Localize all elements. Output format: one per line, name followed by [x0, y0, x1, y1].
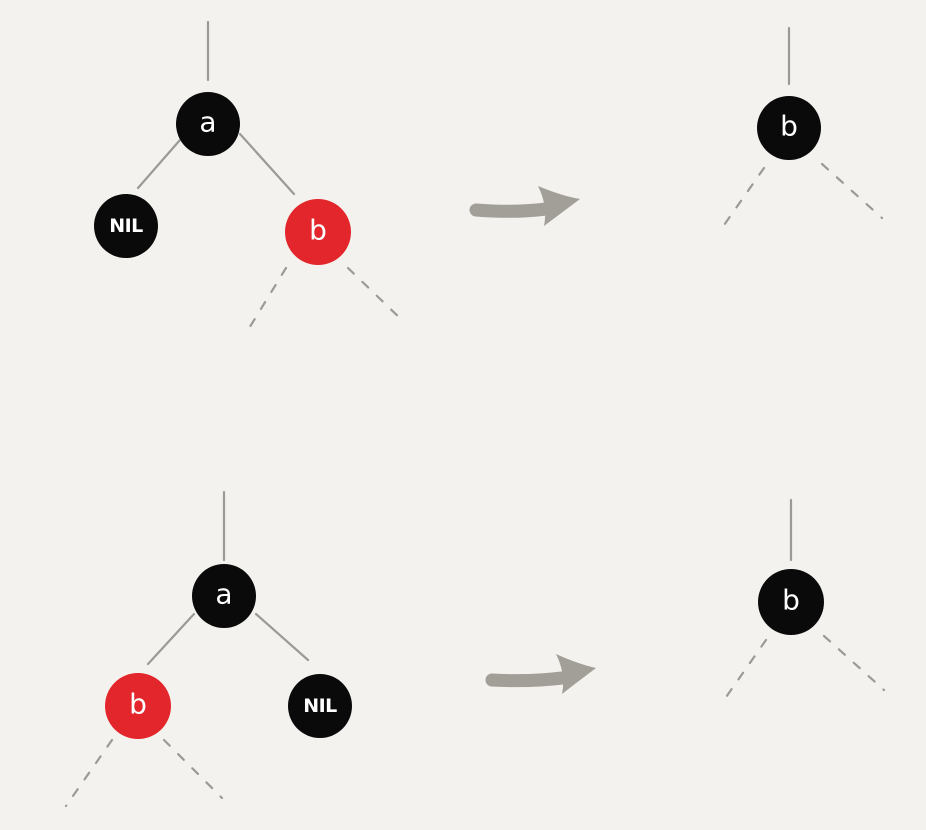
case-1-arrow-shaft: [469, 202, 553, 218]
case-1-after-node-b-label: b: [780, 110, 798, 143]
case-1-transform-arrow: [469, 186, 580, 226]
case-1-before-node-nil: NIL: [94, 194, 158, 258]
case-1-arrow-head: [538, 186, 580, 226]
case-2-before-tree: a b NIL: [64, 490, 352, 808]
case-1-after-node-b: b: [757, 96, 821, 160]
case-1-after-b-left-subtree: [720, 166, 766, 230]
case-2-arrow-head: [556, 654, 596, 694]
case-1-before-node-a-label: a: [199, 106, 216, 139]
case-1-after-b-right-subtree: [820, 162, 884, 220]
case-1-before-b-right-subtree: [346, 266, 406, 324]
case-1-before-tree: a NIL b: [94, 20, 406, 332]
case-2-before-node-nil-label: NIL: [303, 695, 337, 717]
case-2-before-b-right-subtree: [162, 738, 224, 800]
case-1-before-right-edge: [238, 132, 296, 196]
case-2-before-node-a: a: [192, 564, 256, 628]
case-2-after-tree: b: [722, 498, 886, 702]
case-2-before-node-nil: NIL: [288, 674, 352, 738]
case-2-after-node-b-label: b: [782, 584, 800, 617]
case-2-transform-arrow: [485, 654, 596, 694]
case-1-before-node-b: b: [285, 199, 351, 265]
case-2-before-left-edge: [146, 612, 196, 666]
case-2-after-node-b: b: [758, 569, 824, 635]
case-1-before-left-edge: [136, 138, 182, 190]
case-1-before-node-b-label: b: [309, 214, 327, 247]
case-2-before-node-a-label: a: [215, 578, 232, 611]
case-2-after-b-left-subtree: [722, 638, 768, 702]
case-1-before-node-nil-label: NIL: [109, 215, 143, 237]
case-1-after-tree: b: [720, 26, 884, 230]
case-2-arrow-shaft: [485, 671, 569, 688]
case-2-after-b-right-subtree: [822, 634, 886, 692]
case-1-before-node-a: a: [176, 92, 240, 156]
case-2-before-node-b: b: [105, 673, 171, 739]
case-1-before-b-left-subtree: [246, 266, 288, 332]
case-2-before-right-edge: [254, 612, 310, 662]
case-2-before-node-b-label: b: [129, 688, 147, 721]
case-2-before-b-left-subtree: [64, 738, 114, 808]
